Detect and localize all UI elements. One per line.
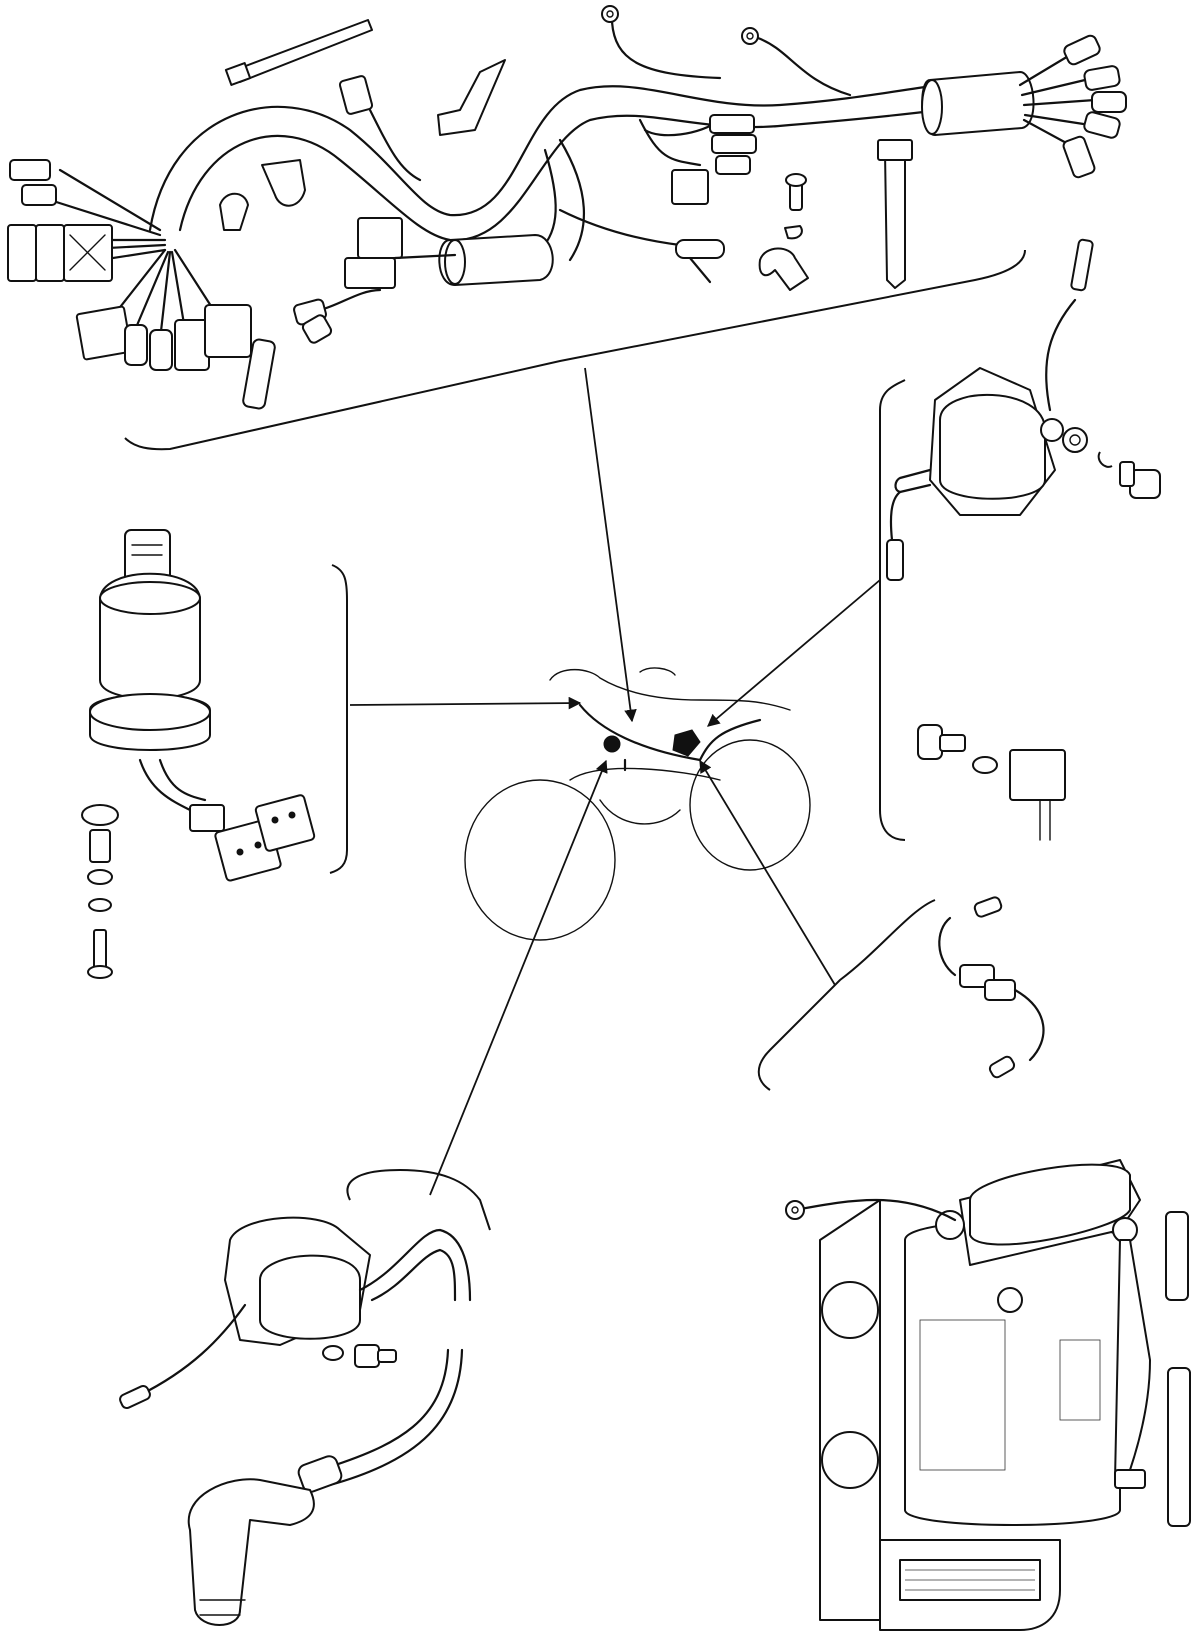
sensor-group-bracket — [757, 899, 936, 1091]
cable-tie-top — [224, 19, 373, 86]
harness-sleeve-right — [921, 71, 1035, 136]
battery-bracket-side — [819, 1199, 881, 1621]
cable-tie-right — [877, 139, 913, 289]
rectifier-regulator-group — [886, 238, 1161, 581]
wire-clip-top — [437, 59, 506, 136]
connector-small-top — [338, 75, 422, 182]
collar — [89, 829, 111, 863]
rubber-strap-upper — [1165, 1211, 1189, 1301]
switch-group-bracket — [329, 564, 348, 874]
motorcycle-location-view — [464, 667, 811, 941]
sensor-leader-line — [699, 759, 836, 986]
ground-lead-top-2 — [741, 27, 852, 97]
cable-clamp-right — [758, 247, 809, 291]
ignition-coil-group — [119, 1216, 472, 1626]
bolt — [93, 929, 107, 971]
battery-body — [904, 1220, 1121, 1526]
sensor-lead-group — [938, 896, 1045, 1079]
relay-group — [917, 724, 1066, 841]
ground-lead-top — [601, 5, 722, 80]
switch-leader-line — [349, 696, 582, 710]
washer — [87, 869, 113, 885]
grommet — [81, 804, 119, 826]
harness-group-bracket — [124, 249, 1026, 451]
harness-clamp-left — [219, 159, 306, 231]
wire-harness-group — [7, 5, 1127, 410]
main-switch-group — [81, 529, 316, 979]
battery-group — [785, 1159, 1191, 1631]
lock-washer — [88, 898, 112, 912]
harness-sleeve-center — [438, 234, 554, 286]
center-connector-group — [293, 217, 457, 344]
rubber-strap-lower — [1167, 1367, 1191, 1527]
coil-group-bracket — [346, 1168, 491, 1231]
lower-left-connector-bunch — [75, 248, 276, 410]
harness-leader-line — [584, 367, 637, 723]
coil-leader-line — [429, 759, 608, 1196]
right-connector-bunch — [1018, 34, 1127, 179]
rectifier-leader-line — [707, 579, 881, 727]
left-connector-cluster — [7, 159, 167, 282]
right-center-connectors — [558, 114, 757, 284]
right-group-bracket — [879, 379, 906, 841]
screw-small — [784, 173, 807, 240]
